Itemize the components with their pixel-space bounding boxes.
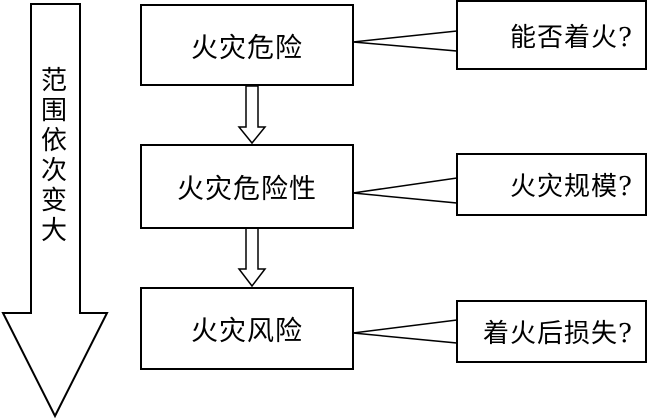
question-label: 着火后损失? [483,319,633,349]
flow-arrow-icon [237,85,267,145]
concept-label: 火灾危险性 [177,174,317,205]
callout-pointer [352,177,458,204]
concept-box-fire-risk: 火灾风险 [140,287,354,370]
question-label: 能否着火? [510,22,633,53]
concept-label: 火灾危险 [191,32,303,64]
callout-pointer [352,319,458,344]
flow-arrow-icon [237,227,267,288]
question-callout-scale: 火灾规模? [456,153,647,216]
range-arrow-label: 范围依次变大 [40,66,67,246]
question-callout-loss: 着火后损失? [456,300,647,363]
range-arrow-icon [1,3,109,419]
callout-pointer [352,30,458,52]
concept-label: 火灾风险 [191,316,303,347]
question-label: 火灾规模? [510,172,633,202]
concept-box-fire-hazard: 火灾危险 [140,4,354,86]
concept-box-fire-hazardousness: 火灾危险性 [140,144,354,229]
question-callout-ignition: 能否着火? [456,0,647,70]
